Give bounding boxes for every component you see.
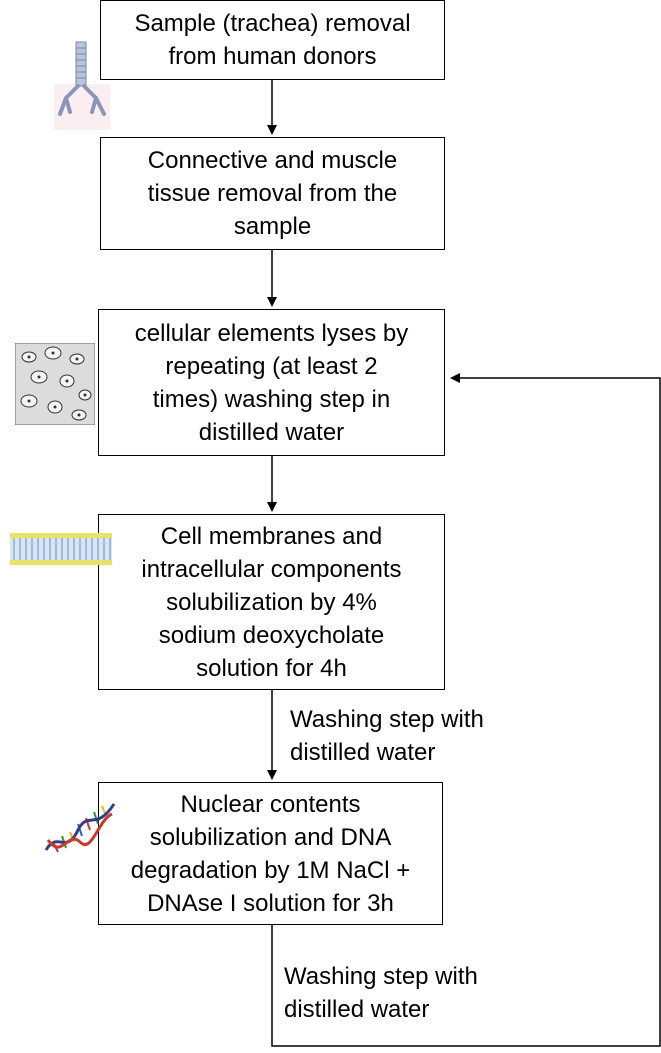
washing-label-1: Washing step with distilled water	[290, 706, 484, 766]
step-5-box: Nuclear contents solubilization and DNA …	[98, 782, 443, 925]
step-2-box: Connective and muscle tissue removal fro…	[100, 137, 445, 250]
step-2-text: Connective and muscle tissue removal fro…	[147, 147, 398, 240]
membrane-icon	[10, 533, 112, 565]
step-4-box: Cell membranes and intracellular compone…	[98, 514, 445, 690]
loop-back-line	[271, 373, 661, 1047]
step-3-text: cellular elements lyses by repeating (at…	[134, 319, 409, 446]
step-3-box: cellular elements lyses by repeating (at…	[98, 309, 445, 456]
trachea-icon	[54, 41, 110, 130]
step-1-text: Sample (trachea) removal from human dono…	[134, 10, 411, 70]
step-4-text: Cell membranes and intracellular compone…	[141, 522, 402, 682]
dna-icon	[44, 803, 116, 853]
step-1-box: Sample (trachea) removal from human dono…	[100, 0, 445, 80]
washing-label-2: Washing step with distilled water	[284, 963, 478, 1023]
cells-icon	[15, 343, 95, 425]
step-5-text: Nuclear contents solubilization and DNA …	[130, 790, 411, 917]
